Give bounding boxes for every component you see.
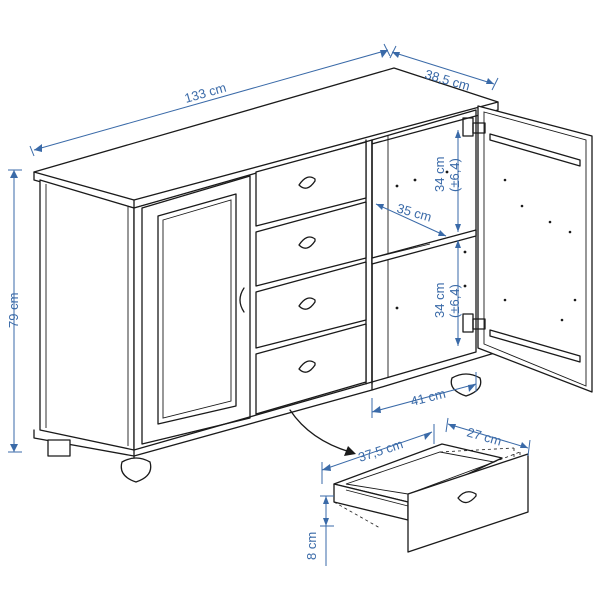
label-inner-width: 41 cm [409,386,447,409]
left-door [141,175,251,445]
dim-shelf-upper: 34 cm (±6,4) [432,130,462,232]
drawer-4 [255,323,367,415]
label-shelf-upper-tol: (±6,4) [447,158,462,192]
left-door-panel [157,193,237,425]
label-drawer-width: 27 cm [465,424,503,448]
drawer-arrow [289,409,351,453]
dim-inner-depth: 35 cm [375,200,447,237]
right-door-open [477,105,593,393]
drawer-2 [255,201,367,287]
drawer-3 [255,261,367,349]
shelf [371,229,477,265]
dim-height: 79 cm [6,169,22,453]
door-knob [239,287,245,313]
dim-shelf-lower: 34 cm (±6,4) [432,240,462,346]
dim-drawer-height: 8 cm [304,495,334,566]
label-drawer-height: 8 cm [304,532,319,560]
label-shelf-lower-tol: (±6,4) [447,284,462,318]
hinge-top [462,117,486,137]
label-shelf-lower: 34 cm [432,283,447,318]
drawer-1 [255,141,367,227]
cabinet [33,67,593,483]
hinge-bottom [462,313,486,333]
label-shelf-upper: 34 cm [432,157,447,192]
foot-right [450,373,482,397]
right-compartment [371,109,477,383]
left-side-panel [39,179,135,451]
foot-left-back [47,439,71,457]
foot-front [120,457,152,483]
pulled-drawer [289,409,529,553]
label-height: 79 cm [6,293,21,328]
drawer-front [407,453,529,553]
